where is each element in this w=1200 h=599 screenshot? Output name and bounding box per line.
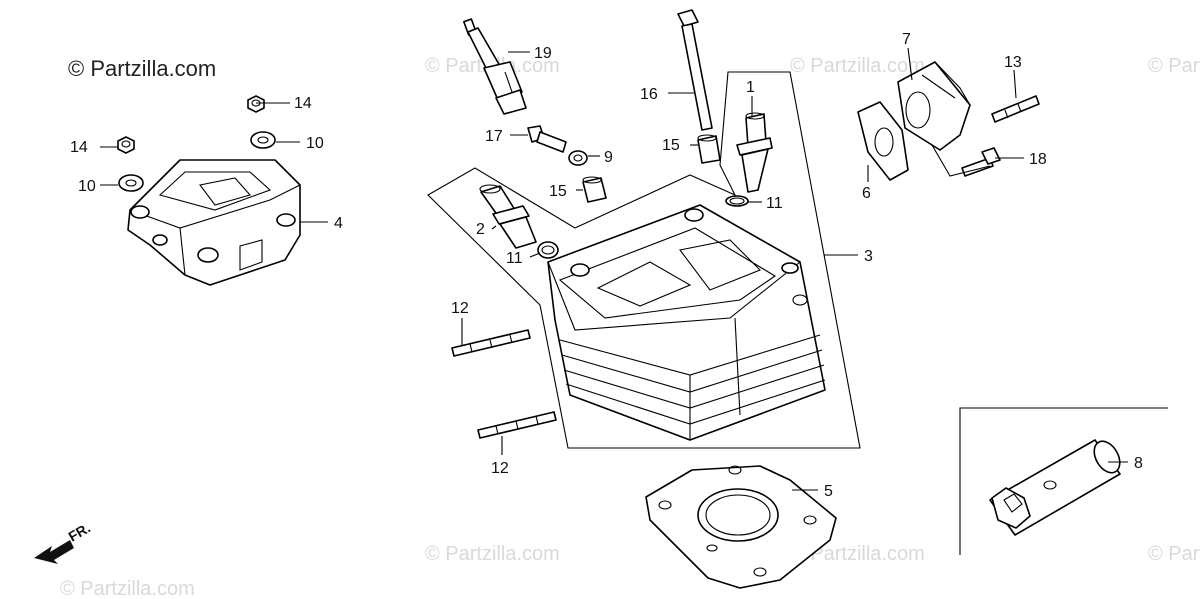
callout-5: 5 <box>824 483 833 500</box>
watermark-text: © Partzilla.com <box>425 543 560 565</box>
copyright-text: © Partzilla.com <box>68 56 216 81</box>
callout-19: 19 <box>534 45 552 62</box>
watermarks: © Partzilla.com © Partzilla.com © Partzi… <box>60 55 1200 599</box>
callout-15: 15 <box>549 183 567 200</box>
callout-labels: 14 14 10 10 4 19 17 9 15 16 15 1 11 2 11… <box>70 31 1143 500</box>
watermark-text: © Partzilla.com <box>1148 543 1200 565</box>
callout-13: 13 <box>1004 54 1022 71</box>
cylinder-head <box>547 204 826 441</box>
callout-14: 14 <box>70 139 88 156</box>
stud-12a <box>451 329 531 357</box>
callout-6: 6 <box>862 185 871 202</box>
callout-17: 17 <box>485 128 503 145</box>
o-ring-11a <box>537 241 559 259</box>
callout-2: 2 <box>476 221 485 238</box>
head-gasket <box>645 465 837 589</box>
callout-14: 14 <box>294 95 312 112</box>
intake-pipe-7 <box>897 61 971 151</box>
callout-3: 3 <box>864 248 873 265</box>
watermark-text: © Partzilla.com <box>790 55 925 77</box>
front-direction-arrow: FR. <box>34 519 93 564</box>
callout-10: 10 <box>78 178 96 195</box>
callout-11: 11 <box>766 195 783 212</box>
bolt-17 <box>527 125 567 153</box>
callout-15: 15 <box>662 137 680 154</box>
callout-11: 11 <box>506 250 523 267</box>
o-ring-11b <box>725 195 749 207</box>
spark-plug-wrench <box>989 439 1121 536</box>
valve-guide-2 <box>479 184 537 249</box>
rocker-arm-holder <box>127 159 301 286</box>
stud-12b <box>477 411 557 439</box>
stud-bolt-16 <box>677 9 713 131</box>
callout-10: 10 <box>306 135 324 152</box>
nut-14a <box>247 95 265 113</box>
washer-9 <box>568 150 588 166</box>
washer-10a <box>250 131 276 149</box>
watermark-text: © Partzilla.com <box>60 578 195 599</box>
callout-7: 7 <box>902 31 911 48</box>
stud-13 <box>991 95 1040 123</box>
dowel-15a <box>582 176 607 203</box>
callout-18: 18 <box>1029 151 1047 168</box>
callout-1: 1 <box>746 79 755 96</box>
insulator-gasket-6 <box>857 101 909 181</box>
callout-16: 16 <box>640 86 658 103</box>
tool-outline <box>959 407 1168 555</box>
watermark-text: © Partzilla.com <box>1148 55 1200 77</box>
spark-plug <box>463 18 527 115</box>
callout-8: 8 <box>1134 455 1143 472</box>
callout-12: 12 <box>451 300 469 317</box>
cylinder-head-outline <box>427 71 861 449</box>
callout-12: 12 <box>491 460 509 477</box>
dowel-15b <box>697 134 721 164</box>
nut-14b <box>117 136 135 154</box>
intake-outline <box>931 144 991 177</box>
washer-10b <box>118 174 144 192</box>
leader-lines <box>100 47 1128 491</box>
watermark-text: © Partzilla.com <box>790 543 925 565</box>
callout-9: 9 <box>604 149 613 166</box>
callout-4: 4 <box>334 215 343 232</box>
valve-guide-1 <box>736 112 773 193</box>
